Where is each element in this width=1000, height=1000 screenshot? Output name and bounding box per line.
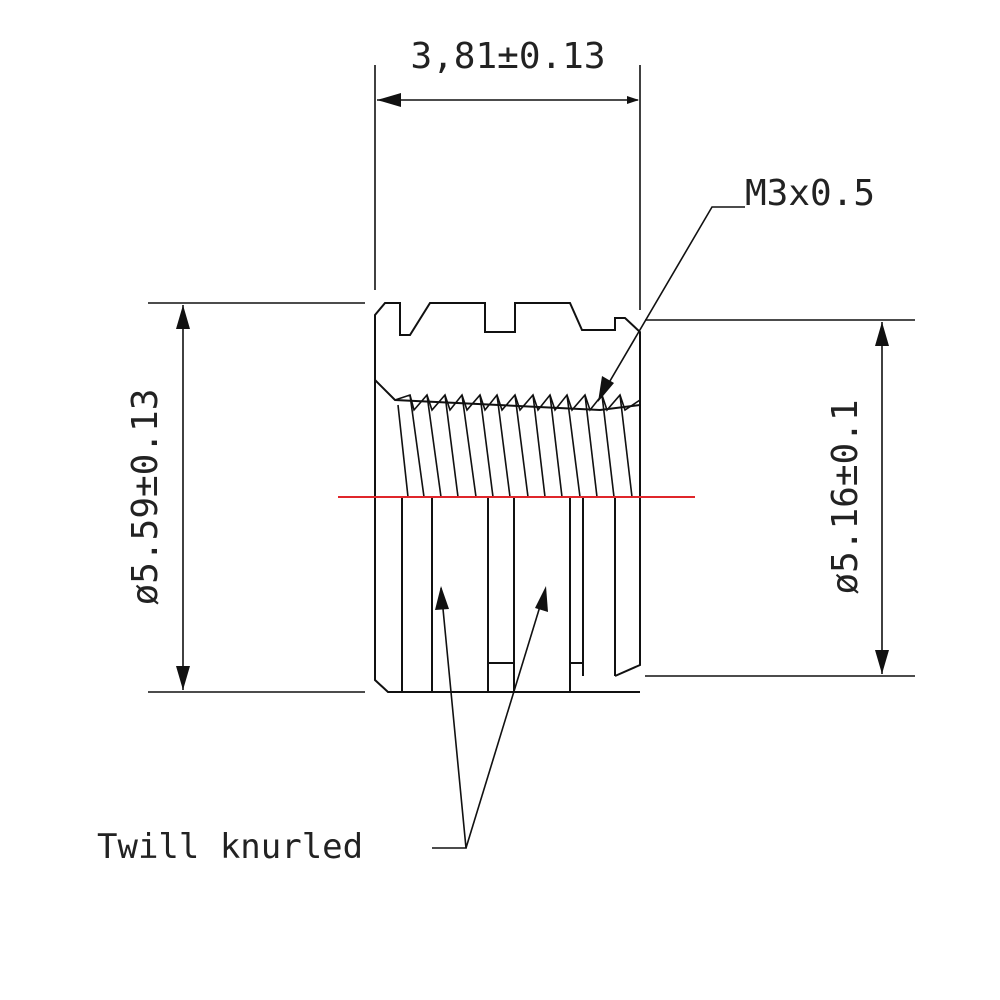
thread-label: M3x0.5	[745, 173, 875, 214]
lower-section	[401, 497, 616, 692]
internal-thread	[394, 393, 641, 498]
length-label: 3,81±0.13	[410, 36, 605, 77]
insert-body	[338, 302, 695, 693]
inner-diameter-dimension: ø5.16±0.1	[645, 319, 915, 677]
outer-diameter-label: ø5.59±0.13	[125, 389, 166, 606]
knurl-label: Twill knurled	[97, 827, 363, 867]
length-dimension: 3,81±0.13	[374, 36, 641, 310]
outer-diameter-dimension: ø5.59±0.13	[125, 302, 365, 693]
inner-diameter-label: ø5.16±0.1	[825, 399, 866, 594]
knurl-callout: Twill knurled	[97, 586, 548, 867]
thread-callout: M3x0.5	[598, 173, 875, 402]
